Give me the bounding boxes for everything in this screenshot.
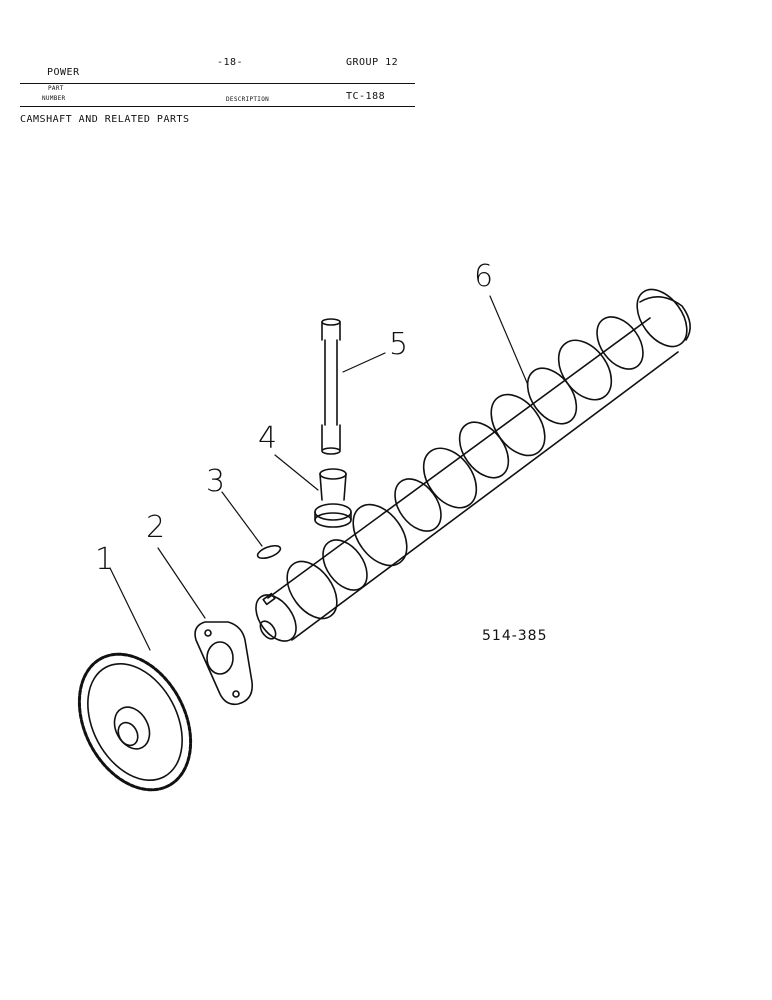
callout-4: 4: [258, 421, 278, 456]
camshaft-lobes: [286, 288, 688, 620]
tappet-illustration: [314, 468, 352, 528]
callout-2: 2: [146, 510, 166, 545]
figure-id: 514-385: [482, 628, 548, 644]
header-rule-bottom: [20, 106, 415, 107]
callout-5: 5: [389, 327, 409, 362]
thrust-plate-illustration: [194, 621, 254, 706]
header-rule-top: [20, 83, 415, 84]
woodruff-key-illustration: [256, 544, 282, 560]
column-description-label: DESCRIPTION: [226, 96, 270, 103]
callout-3: 3: [206, 464, 226, 499]
section-name: POWER: [47, 67, 80, 78]
push-rod-illustration: [321, 318, 341, 455]
reference-code: TC-188: [346, 91, 386, 102]
callout-6: 6: [474, 259, 494, 294]
page-title: CAMSHAFT AND RELATED PARTS: [20, 114, 190, 125]
callout-leaders: [109, 295, 529, 651]
group-label: GROUP 12: [346, 57, 399, 68]
column-number-label: NUMBER: [42, 95, 66, 102]
page-number: -18-: [217, 57, 244, 68]
callout-1: 1: [95, 542, 115, 577]
camshaft-gear-illustration: [77, 652, 193, 792]
column-part-label: PART: [48, 85, 64, 92]
camshaft-illustration: [255, 288, 691, 642]
